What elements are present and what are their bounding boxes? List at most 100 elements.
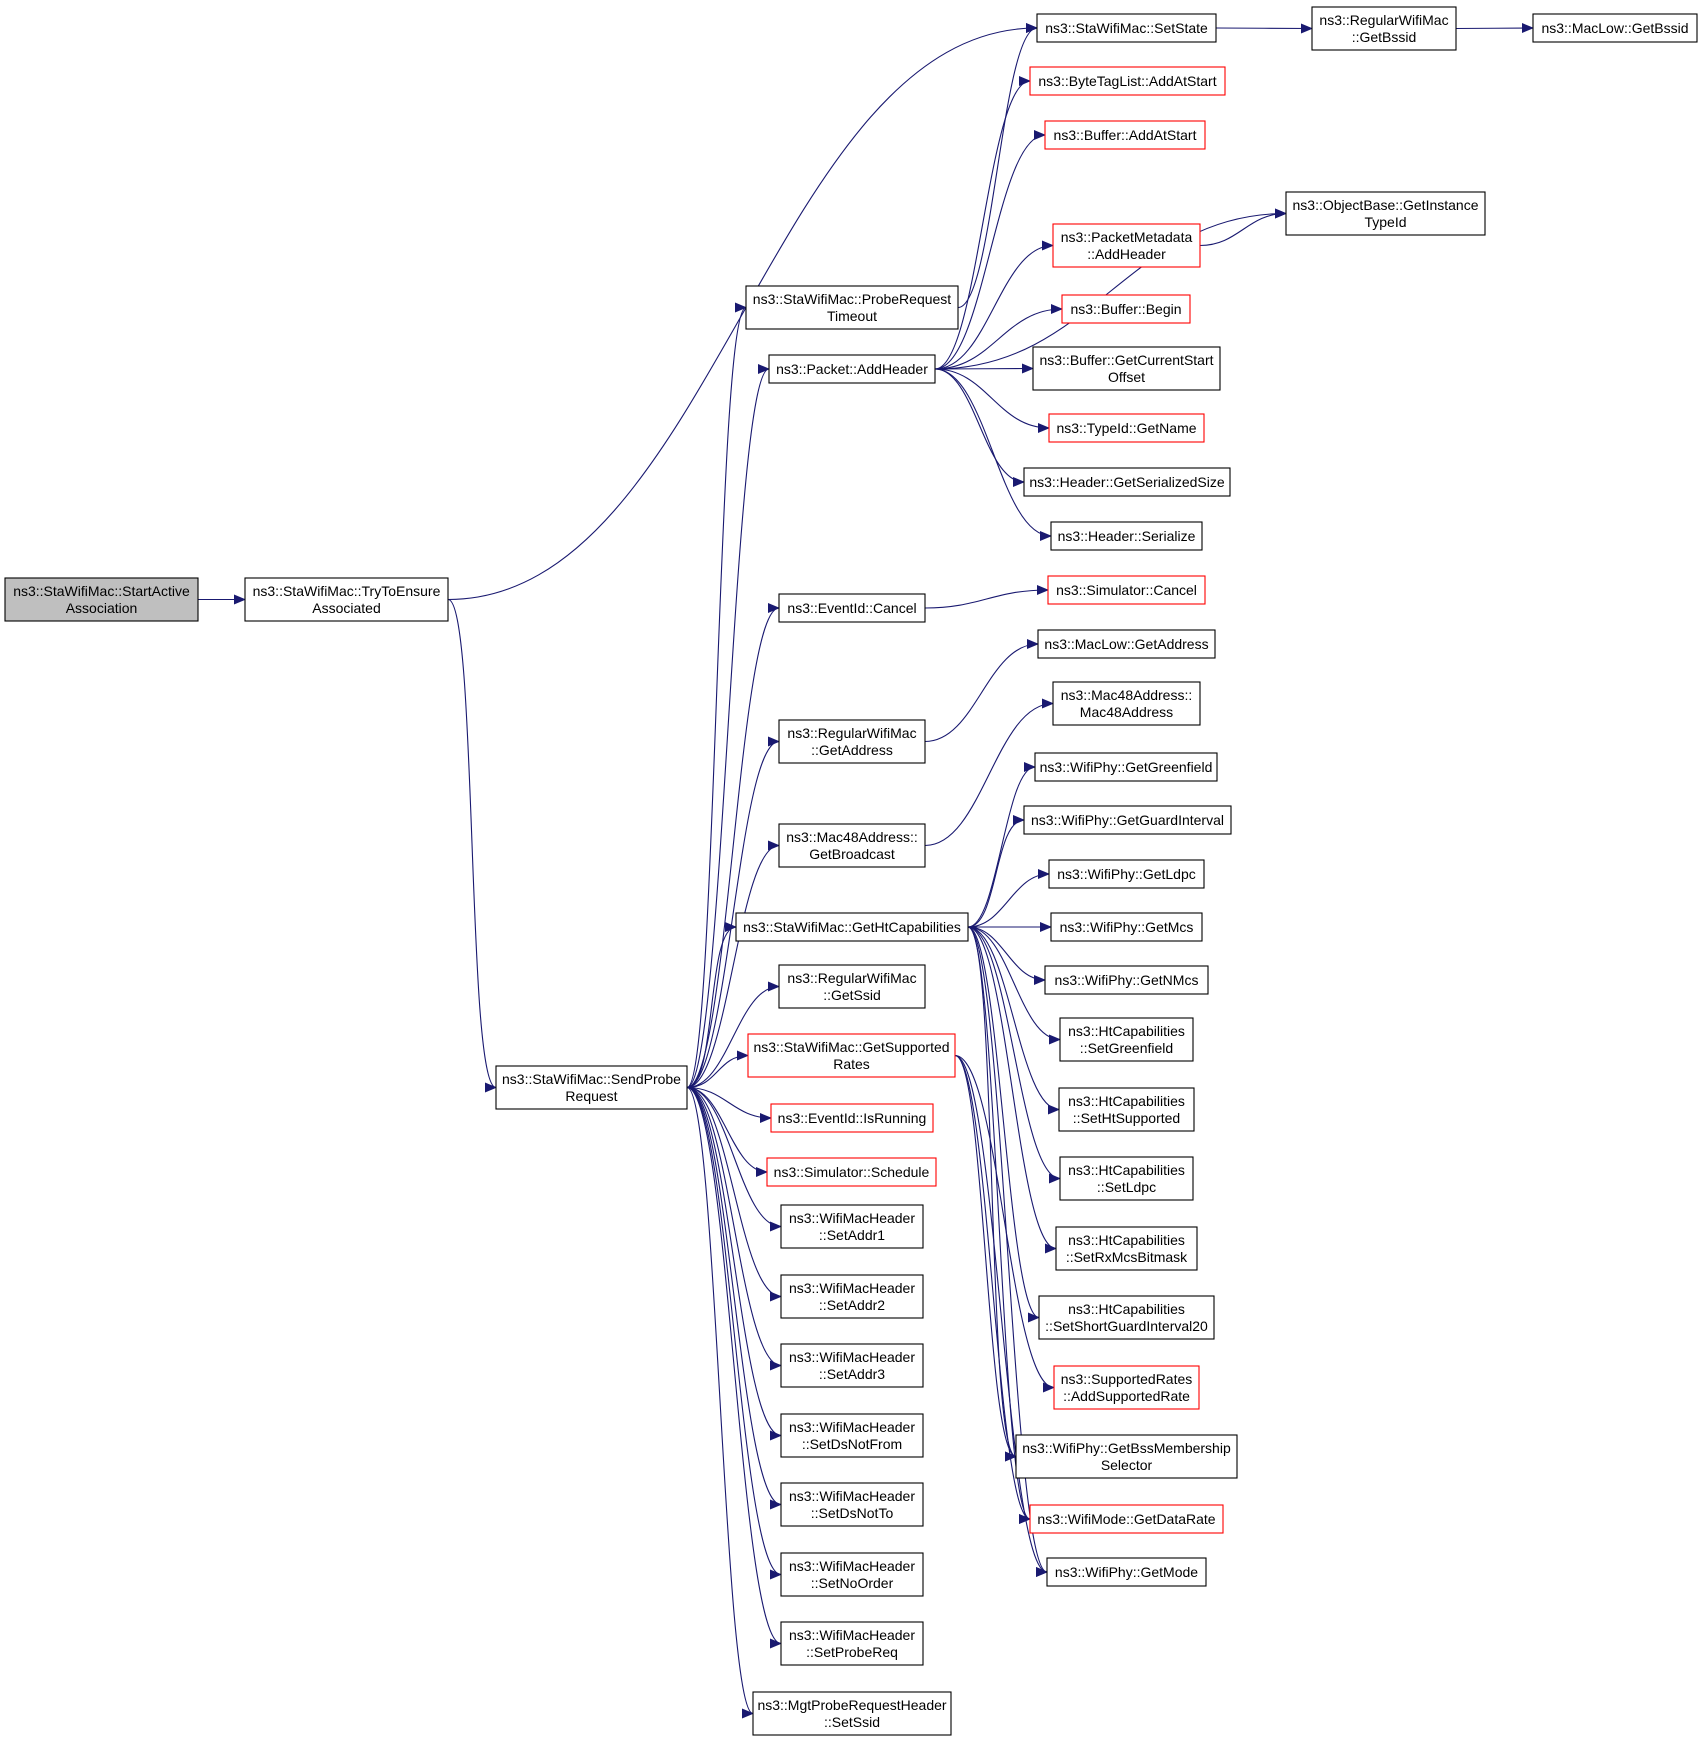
node-box [1059,1156,1194,1201]
edge [934,130,1046,370]
edge-addheader-to-hdrserialize [934,368,1052,541]
node-box [1532,13,1698,43]
node-label-line: ns3::Buffer::GetCurrentStart [1039,352,1213,368]
node-rwmgetssid[interactable]: ns3::RegularWifiMac::GetSsid [778,964,926,1009]
node-setrxmcs[interactable]: ns3::HtCapabilities::SetRxMcsBitmask [1055,1226,1198,1271]
node-box [747,1033,956,1078]
node-getguardint[interactable]: ns3::WifiPhy::GetGuardInterval [1023,805,1232,835]
node-label-line: ns3::TypeId::GetName [1056,420,1196,436]
node-label-line: Associated [312,600,380,616]
node-box [780,1343,924,1388]
node-setsgi20[interactable]: ns3::HtCapabilities::SetShortGuardInterv… [1038,1295,1215,1340]
node-setstate[interactable]: ns3::StaWifiMac::SetState [1036,13,1217,43]
node-box [1037,629,1216,659]
node-sethtsup[interactable]: ns3::HtCapabilities::SetHtSupported [1058,1087,1195,1132]
node-label-line: ns3::MgtProbeRequestHeader [757,1697,946,1713]
edge [1455,23,1534,34]
edge [954,1054,1048,1577]
edge-setstate-to-getbssid_r [1215,23,1313,34]
node-box [495,1065,688,1110]
node-label-line: Selector [1101,1457,1153,1473]
edge [934,76,1031,370]
node-pmaddheader[interactable]: ns3::PacketMetadata::AddHeader [1052,223,1201,268]
node-mac48bcast[interactable]: ns3::Mac48Address::GetBroadcast [778,823,926,868]
node-typeidname[interactable]: ns3::TypeId::GetName [1048,413,1205,443]
edge [1215,23,1313,34]
node-label-line: ns3::Mac48Address:: [786,829,918,845]
node-setdsnotto[interactable]: ns3::WifiMacHeader::SetDsNotTo [780,1482,924,1527]
node-hdrsersize[interactable]: ns3::Header::GetSerializedSize [1023,467,1231,497]
node-simschedule[interactable]: ns3::Simulator::Schedule [766,1157,937,1187]
node-label-line: ns3::WifiPhy::GetGreenfield [1040,759,1213,775]
node-bufaddstart[interactable]: ns3::Buffer::AddAtStart [1044,120,1206,150]
node-setaddr1[interactable]: ns3::WifiMacHeader::SetAddr1 [780,1204,924,1249]
node-getnmcs[interactable]: ns3::WifiPhy::GetNMcs [1044,965,1209,995]
node-box [1029,1504,1224,1534]
edge-gethtcap-to-sethtsup [967,926,1060,1115]
node-setaddr3[interactable]: ns3::WifiMacHeader::SetAddr3 [780,1343,924,1388]
node-getgreenfield[interactable]: ns3::WifiPhy::GetGreenfield [1034,752,1218,782]
node-box [766,1157,937,1187]
node-getbssid_r[interactable]: ns3::RegularWifiMac::GetBssid [1311,6,1457,51]
node-label-line: Association [66,600,138,616]
edge [954,1054,1055,1393]
node-label-line: ns3::Header::Serialize [1058,528,1196,544]
node-bufbegin[interactable]: ns3::Buffer::Begin [1061,294,1191,324]
node-label-line: ns3::WifiMacHeader [789,1558,915,1574]
node-getdatarate[interactable]: ns3::WifiMode::GetDataRate [1029,1504,1224,1534]
edge [967,926,1057,1254]
node-label-line: ::SetHtSupported [1073,1110,1180,1126]
node-label-line: ns3::SupportedRates [1061,1371,1193,1387]
node-gethtcap[interactable]: ns3::StaWifiMac::GetHtCapabilities [735,912,969,942]
node-box [1285,191,1486,236]
node-setdsnotfrom[interactable]: ns3::WifiMacHeader::SetDsNotFrom [780,1413,924,1458]
node-setldpc[interactable]: ns3::HtCapabilities::SetLdpc [1059,1156,1194,1201]
node-label-line: Rates [833,1056,870,1072]
node-label-line: ns3::StaWifiMac::SendProbe [502,1071,681,1087]
node-evisrunning[interactable]: ns3::EventId::IsRunning [770,1103,934,1133]
node-simcancel[interactable]: ns3::Simulator::Cancel [1047,575,1206,605]
node-setprobereq[interactable]: ns3::WifiMacHeader::SetProbeReq [780,1621,924,1666]
edge-pmaddheader-to-getinsttypeid [1199,208,1287,247]
node-setgreenfield[interactable]: ns3::HtCapabilities::SetGreenfield [1059,1017,1194,1062]
node-label-line: ::SetNoOrder [811,1575,894,1591]
node-addheader[interactable]: ns3::Packet::AddHeader [768,354,936,384]
node-label-line: ns3::WifiMacHeader [789,1210,915,1226]
node-getmcs[interactable]: ns3::WifiPhy::GetMcs [1050,912,1203,942]
edge [686,603,780,1089]
node-getmode[interactable]: ns3::WifiPhy::GetMode [1046,1557,1207,1587]
node-mac48ctor[interactable]: ns3::Mac48Address::Mac48Address [1052,681,1201,726]
node-box [1053,1365,1200,1410]
node-label-line: ns3::RegularWifiMac [787,970,916,986]
node-setnoorder[interactable]: ns3::WifiMacHeader::SetNoOrder [780,1552,924,1597]
node-box [1046,1557,1207,1587]
edge-sendprobe-to-gethtcap [686,922,737,1089]
node-label-line: ns3::HtCapabilities [1068,1232,1185,1248]
node-setaddr2[interactable]: ns3::WifiMacHeader::SetAddr2 [780,1274,924,1319]
node-getbssid_m[interactable]: ns3::MacLow::GetBssid [1532,13,1698,43]
node-evcancel[interactable]: ns3::EventId::Cancel [778,593,926,623]
node-box [1034,752,1218,782]
edge [934,208,1287,370]
node-mgtsetssid[interactable]: ns3::MgtProbeRequestHeader::SetSsid [752,1691,952,1736]
node-label-line: ns3::WifiPhy::GetMcs [1060,919,1194,935]
node-addsuprate[interactable]: ns3::SupportedRates::AddSupportedRate [1053,1365,1200,1410]
node-bytetag[interactable]: ns3::ByteTagList::AddAtStart [1029,66,1226,96]
edge-gethtcap-to-getmode [967,926,1048,1577]
node-label-line: ::SetShortGuardInterval20 [1045,1318,1208,1334]
node-box [1052,681,1201,726]
edge [686,364,770,1089]
node-hdrserialize[interactable]: ns3::Header::Serialize [1050,521,1203,551]
edge [686,922,737,1089]
node-rwmgetaddr[interactable]: ns3::RegularWifiMac::GetAddress [778,719,926,764]
node-getldpc[interactable]: ns3::WifiPhy::GetLdpc [1048,859,1205,889]
node-maclowgetaddr[interactable]: ns3::MacLow::GetAddress [1037,629,1216,659]
